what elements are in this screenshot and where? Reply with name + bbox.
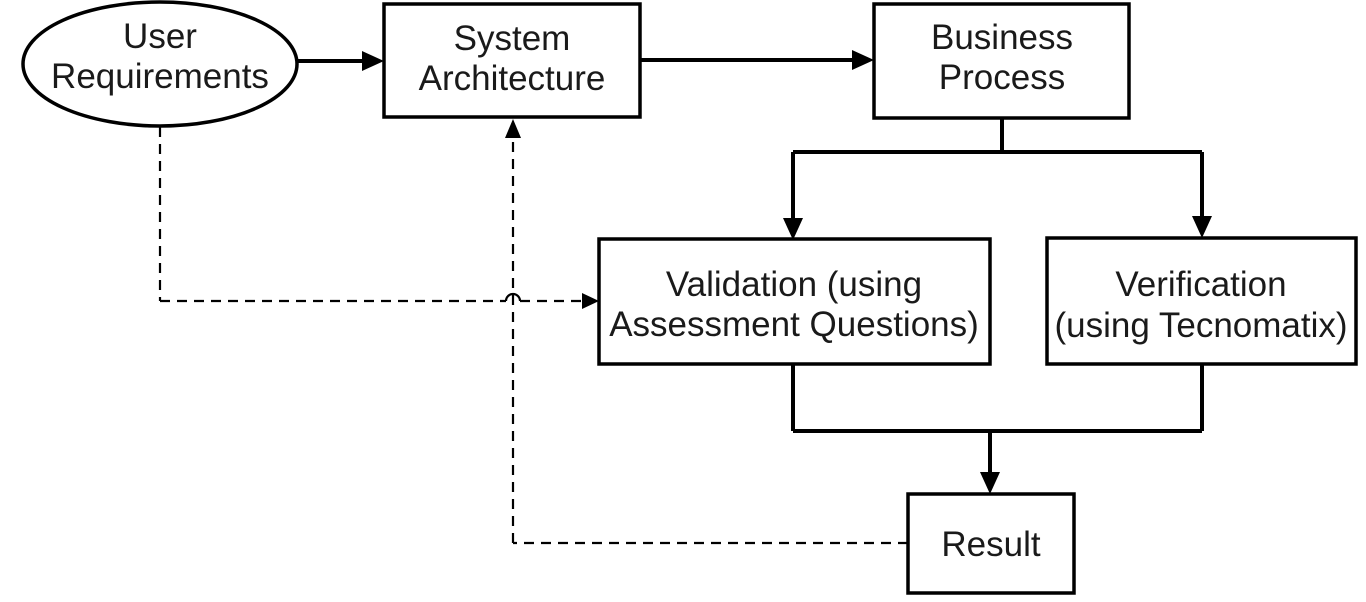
arrowhead-into-validation-left [582, 293, 599, 309]
dashed-connector-lines [158, 127, 908, 545]
arrowhead-into-result-top [980, 472, 1000, 494]
label-business-process-line2: Process [939, 58, 1065, 97]
node-system-architecture [382, 2, 642, 119]
label-validation-line2: Assessment Questions) [609, 305, 979, 344]
label-verification-line1: Verification [1115, 265, 1286, 304]
node-validation [597, 237, 992, 366]
label-validation-line1: Validation (using [666, 265, 922, 304]
solid-connector-lines [298, 58, 1204, 474]
node-result [906, 492, 1076, 595]
node-labels: User Requirements System Architecture Bu… [51, 17, 1347, 564]
label-system-architecture-line1: System [454, 19, 571, 58]
dashed-line-crossing-hop [504, 292, 522, 302]
node-verification [1045, 236, 1358, 366]
arrowhead-into-sysarch-bottom [505, 119, 521, 138]
label-system-architecture-line2: Architecture [419, 59, 606, 98]
arrowhead-into-busproc-left [852, 50, 874, 70]
label-user-requirements-line1: User [123, 17, 197, 56]
dashed-arrowheads [505, 119, 599, 309]
node-user-requirements [21, 0, 299, 128]
label-user-requirements-line2: Requirements [51, 57, 269, 96]
arrowhead-into-sysarch-left [362, 51, 384, 71]
edge-busproc-branch [791, 118, 1204, 220]
arrowhead-into-validation-top [783, 218, 803, 240]
label-result: Result [941, 525, 1040, 564]
node-business-process [872, 2, 1131, 120]
arrowhead-into-verification-top [1192, 216, 1212, 238]
edge-merge-to-result [791, 364, 1204, 474]
solid-arrowheads [362, 50, 1212, 494]
label-verification-line2: (using Tecnomatix) [1054, 306, 1347, 345]
label-business-process-line1: Business [931, 18, 1073, 57]
